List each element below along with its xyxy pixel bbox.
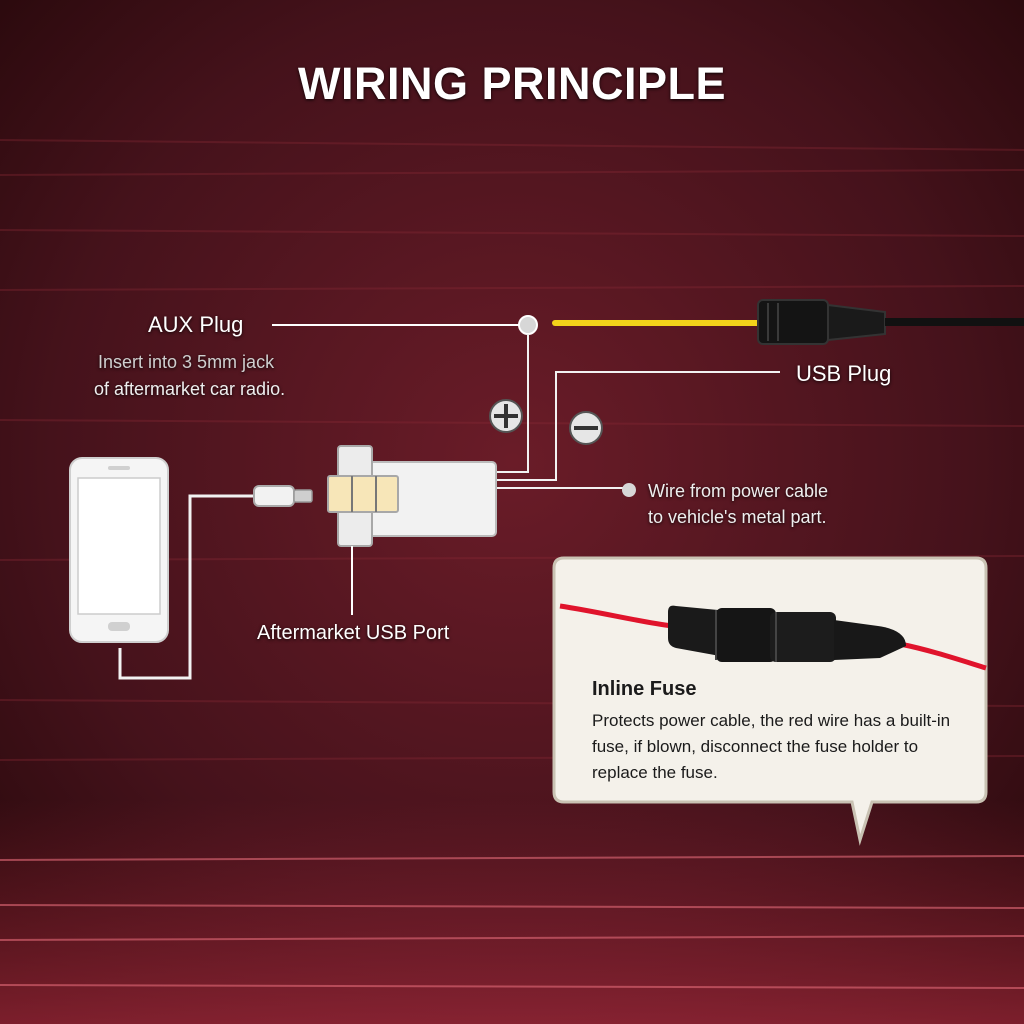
red-fused-wire-out [899,641,987,671]
aux-plug-desc-line2: of aftermarket car radio. [94,379,286,399]
aux-plug-label: AUX Plug [148,312,244,337]
negative-wire [496,371,780,481]
fuse-holder-icon [668,605,906,662]
page-title: WIRING PRINCIPLE [297,58,726,109]
ground-wire-label-line1: Wire from power cable [648,481,829,501]
smartphone-icon [69,457,169,643]
aux-plug-desc-line1: Insert into 3 5mm jack [98,352,275,372]
callout-title: Inline Fuse [592,678,697,700]
ground-wire-label-line2: to vehicle's metal part. [648,507,827,527]
ground-connector-dot [622,483,636,497]
usb-plug-label: USB Plug [796,361,892,386]
usb-port-module [327,445,497,547]
micro-usb-connector [253,485,313,507]
positive-wire [496,334,529,473]
phone-cable [118,494,254,680]
minus-terminal-icon [569,411,603,445]
plus-terminal-icon [489,399,523,433]
usb-plug [757,299,1024,345]
red-fused-wire [559,603,673,629]
usb-port-label: Aftermarket USB Port [257,622,450,644]
callout-description: Protects power cable, the red wire has a… [592,711,951,782]
aux-connector-dot [518,315,538,335]
